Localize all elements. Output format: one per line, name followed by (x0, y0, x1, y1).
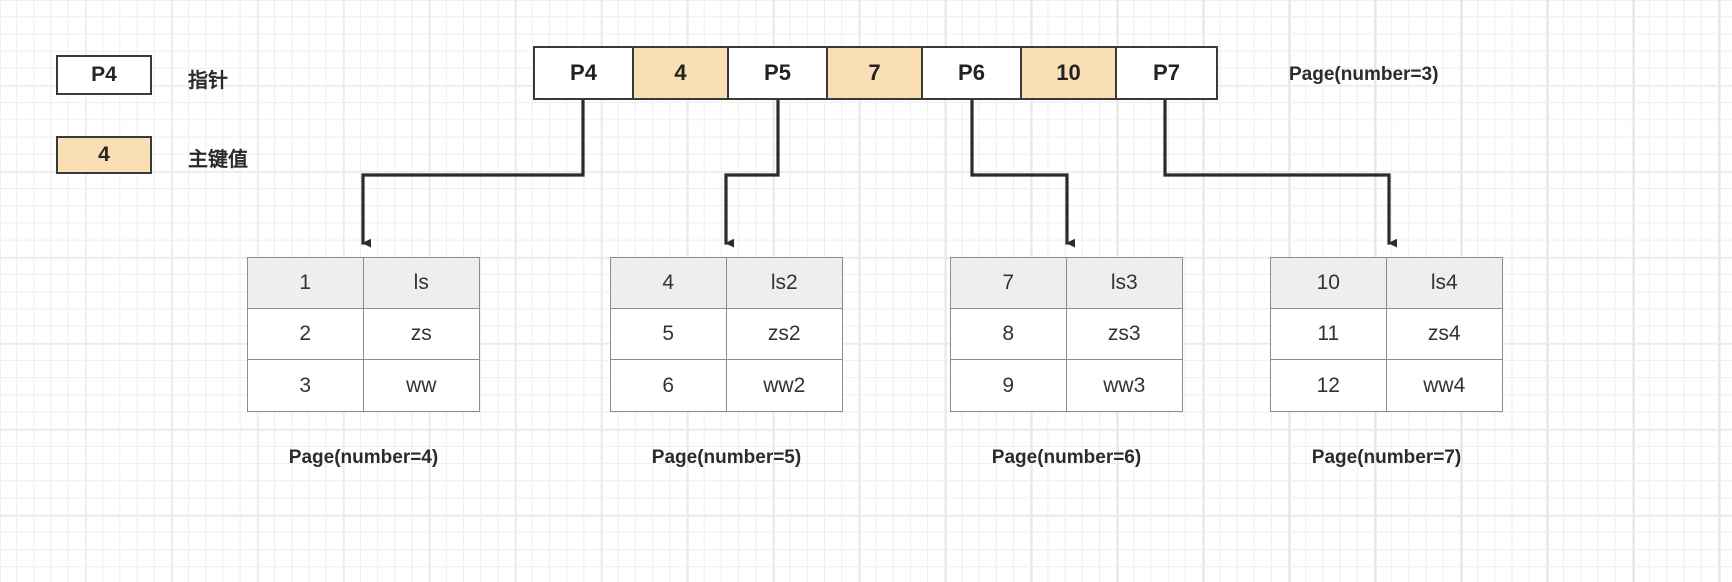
legend-pointer-swatch-text: P4 (91, 63, 117, 86)
cell-name: ls (413, 271, 429, 294)
wire-p4 (361, 98, 585, 248)
legend-pointer-label: 指针 (188, 70, 228, 92)
leaf-page-4-caption: Page(number=4) (288, 447, 439, 468)
index-cell-key[interactable]: 7 (828, 48, 923, 98)
cell-name: ww3 (1103, 373, 1146, 397)
index-cell-pointer[interactable]: P7 (1117, 48, 1216, 98)
index-cell-key[interactable]: 10 (1022, 48, 1117, 98)
cell-name: zs2 (767, 322, 801, 345)
index-node-caption: Page(number=3) (1289, 64, 1439, 85)
table-row: 9 ww3 (951, 360, 1182, 411)
cell-name: ww4 (1423, 373, 1466, 397)
cell-name: zs (410, 322, 432, 345)
cell-id: 3 (248, 360, 364, 411)
legend-key-swatch-text: 4 (98, 143, 110, 166)
cell-id: 11 (1271, 309, 1387, 359)
cell-id: 5 (611, 309, 727, 359)
wire-p5 (724, 98, 780, 248)
table-row: 4 ls2 (611, 258, 842, 309)
legend-pointer-swatch: P4 (56, 55, 152, 95)
table-row: 3 ww (248, 360, 479, 411)
wire-p7 (1163, 98, 1397, 248)
cell-name: zs4 (1427, 322, 1461, 345)
table-row: 5 zs2 (611, 309, 842, 360)
leaf-page-7: 10 ls4 11 zs4 12 ww4 (1270, 257, 1503, 412)
cell-id: 10 (1271, 258, 1387, 308)
index-cell-pointer[interactable]: P5 (729, 48, 828, 98)
index-cell-pointer[interactable]: P4 (535, 48, 634, 98)
cell-name: zs3 (1107, 322, 1141, 345)
table-row: 1 ls (248, 258, 479, 309)
leaf-page-6: 7 ls3 8 zs3 9 ww3 (950, 257, 1183, 412)
cell-id: 4 (611, 258, 727, 308)
table-row: 8 zs3 (951, 309, 1182, 360)
cell-id: 1 (248, 258, 364, 308)
legend-key-swatch: 4 (56, 136, 152, 174)
wire-p6 (970, 98, 1075, 248)
cell-name: ww2 (763, 373, 806, 397)
leaf-page-7-caption: Page(number=7) (1311, 447, 1462, 468)
cell-name: ls4 (1430, 271, 1458, 294)
leaf-page-6-caption: Page(number=6) (991, 447, 1142, 468)
cell-id: 7 (951, 258, 1067, 308)
cell-id: 9 (951, 360, 1067, 411)
table-row: 10 ls4 (1271, 258, 1502, 309)
cell-id: 12 (1271, 360, 1387, 411)
cell-name: ls3 (1110, 271, 1138, 294)
index-node-page-3: P4 4 P5 7 P6 10 P7 (533, 46, 1218, 100)
legend-key-label: 主键值 (188, 149, 248, 171)
table-row: 7 ls3 (951, 258, 1182, 309)
cell-name: ls2 (770, 271, 798, 294)
cell-name: ww (406, 373, 437, 397)
leaf-page-5: 4 ls2 5 zs2 6 ww2 (610, 257, 843, 412)
table-row: 6 ww2 (611, 360, 842, 411)
cell-id: 2 (248, 309, 364, 359)
leaf-page-5-caption: Page(number=5) (651, 447, 802, 468)
table-row: 11 zs4 (1271, 309, 1502, 360)
cell-id: 8 (951, 309, 1067, 359)
leaf-page-4: 1 ls 2 zs 3 ww (247, 257, 480, 412)
index-cell-key[interactable]: 4 (634, 48, 729, 98)
index-cell-pointer[interactable]: P6 (923, 48, 1022, 98)
cell-id: 6 (611, 360, 727, 411)
table-row: 12 ww4 (1271, 360, 1502, 411)
table-row: 2 zs (248, 309, 479, 360)
